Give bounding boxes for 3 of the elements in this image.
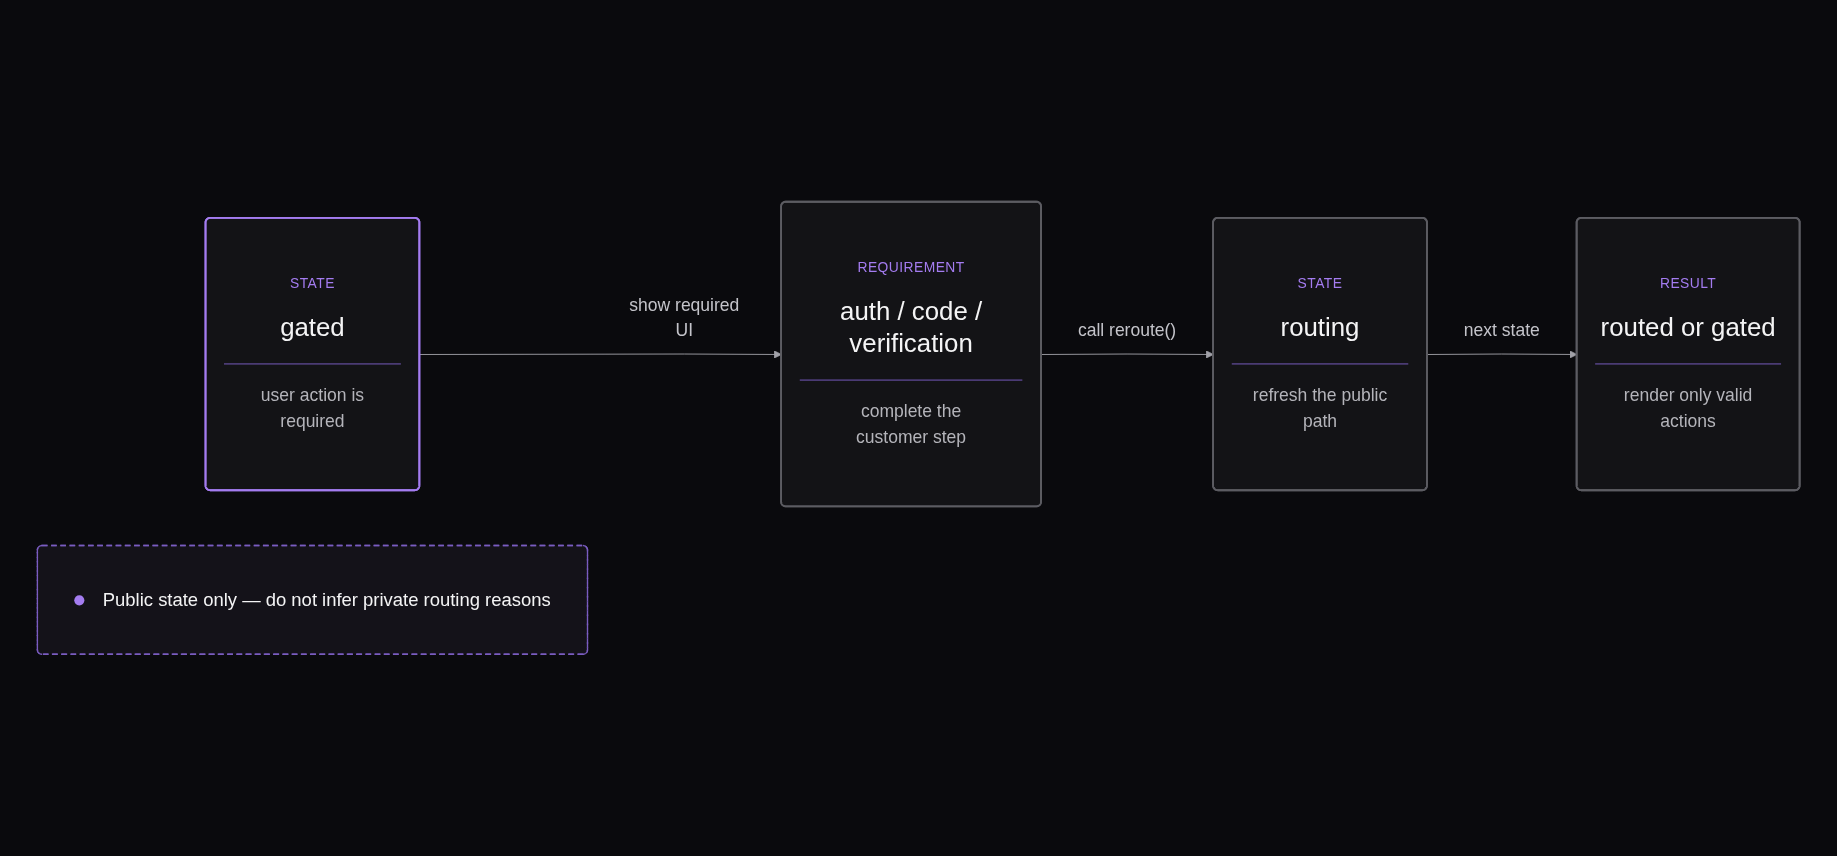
edge-label: call reroute() — [1077, 319, 1177, 340]
edge-label: show required UI — [629, 295, 740, 340]
edge-label: next state — [1463, 319, 1540, 340]
